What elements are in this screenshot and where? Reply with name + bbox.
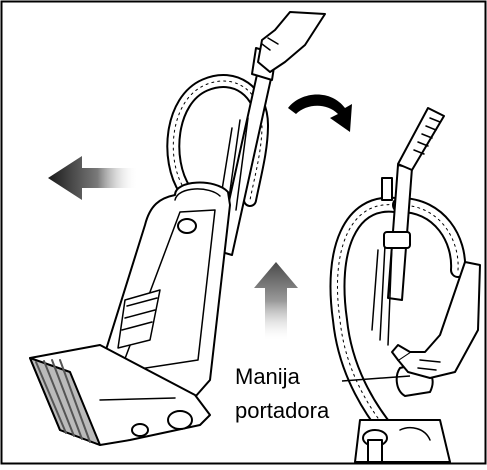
- tilt-left-arrow-icon: [48, 156, 138, 200]
- rotate-arrow-icon: [288, 94, 352, 132]
- lift-up-arrow-icon: [254, 262, 298, 340]
- callout-label-line2: portadora: [233, 398, 332, 423]
- hand-left: [257, 11, 326, 73]
- upright-vacuum-closeup: [329, 107, 467, 463]
- vacuum-handle-grip-right: [397, 107, 445, 171]
- callout-label-line1: Manija: [233, 364, 302, 389]
- hand-right: [391, 261, 481, 379]
- upright-vacuum-tilted: [29, 47, 277, 446]
- callout-leader-line: [341, 375, 411, 382]
